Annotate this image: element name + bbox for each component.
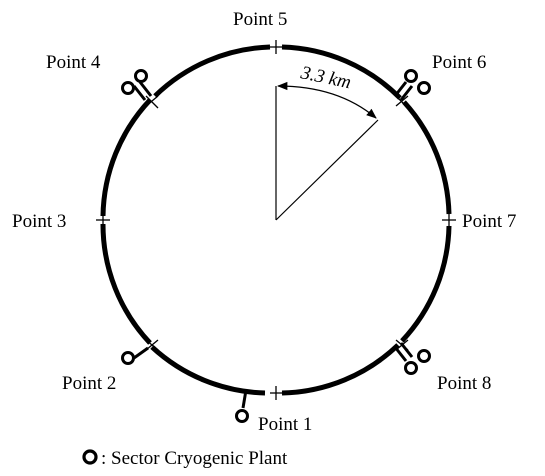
cryogenic-plant-icon: [121, 69, 153, 101]
legend: : Sector Cryogenic Plant: [82, 448, 288, 469]
cryogenic-plants: [121, 69, 431, 423]
legend-text: : Sector Cryogenic Plant: [101, 448, 288, 469]
cryogenic-plant-icon: [82, 449, 98, 465]
cryogenic-plant-icon: [393, 342, 431, 375]
point-labels: Point 5 Point 4 Point 6 Point 3 Point 7 …: [12, 9, 516, 435]
ring-arc-6-7: [402, 100, 452, 215]
ring-arc-1-2: [150, 345, 266, 396]
radius-arc-arrow: [276, 81, 377, 119]
label-point-8: Point 8: [437, 373, 491, 394]
label-point-7: Point 7: [462, 211, 516, 232]
radius-line-diagonal: [275, 119, 379, 221]
ring-arc-2-3: [100, 223, 152, 345]
cryogenic-plant-icon: [121, 346, 149, 365]
ring-arc-5-6: [281, 44, 402, 100]
radius-indicator: [275, 81, 379, 221]
radius-annotation: 3.3 km: [298, 62, 353, 93]
tick-point-6: [395, 95, 409, 109]
ring-arc-4-5: [153, 44, 271, 98]
label-point-3: Point 3: [12, 211, 66, 232]
cryogenic-plant-icon: [235, 389, 249, 423]
label-point-4: Point 4: [46, 52, 101, 73]
ring-arc-3-4: [100, 98, 152, 217]
tick-point-4: [145, 95, 159, 109]
ring-arc-8-1: [281, 343, 400, 396]
ring-arc-7-8: [400, 225, 452, 343]
label-point-2: Point 2: [62, 373, 116, 394]
cryogenic-plant-icon: [393, 69, 431, 101]
label-point-6: Point 6: [432, 52, 486, 73]
label-point-1: Point 1: [258, 414, 312, 435]
label-point-5: Point 5: [233, 9, 287, 30]
ring: [100, 44, 452, 396]
